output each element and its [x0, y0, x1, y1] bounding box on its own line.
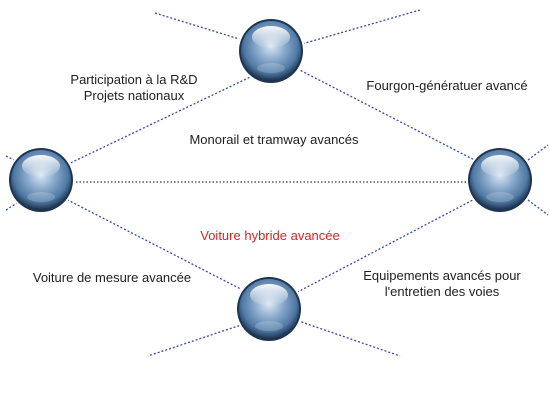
- node-top: [237, 17, 305, 85]
- label-monorail: Monorail et tramway avancés: [170, 132, 378, 148]
- line-bottom-left: [59, 195, 263, 301]
- node-left: [7, 146, 75, 214]
- glass-sphere-icon: [466, 146, 534, 214]
- glass-sphere-icon: [237, 17, 305, 85]
- label-equipements: Equipements avancés pour l'entretien des…: [350, 268, 534, 300]
- line-bottom-right-tail: [289, 317, 401, 357]
- label-equipements-line1: Equipements avancés pour: [363, 268, 521, 283]
- label-mesure-text: Voiture de mesure avancée: [32, 270, 192, 285]
- node-bottom: [235, 275, 303, 343]
- label-hybride: Voiture hybride avancée: [180, 228, 360, 244]
- line-top-right: [289, 64, 491, 169]
- line-top-right-tail2: [294, 9, 421, 47]
- glass-sphere-icon: [235, 275, 303, 343]
- line-left-tail-bottom: [5, 199, 23, 211]
- line-top-left: [59, 69, 266, 169]
- label-hybride-text: Voiture hybride avancée: [200, 228, 340, 243]
- line-right-tail-bottom: [527, 199, 549, 216]
- label-participation-line2: Projets nationaux: [83, 88, 185, 103]
- label-mesure: Voiture de mesure avancée: [20, 270, 204, 286]
- label-participation-line1: Participation à la R&D: [70, 72, 198, 87]
- label-monorail-text: Monorail et tramway avancés: [189, 132, 359, 147]
- line-right-tail-top: [527, 144, 549, 161]
- node-right: [466, 146, 534, 214]
- line-bottom-right: [289, 191, 489, 297]
- label-participation: Participation à la R&D Projets nationaux: [52, 72, 216, 104]
- label-fourgon: Fourgon-génératuer avancé: [352, 78, 542, 94]
- glass-sphere-icon: [7, 146, 75, 214]
- label-fourgon-text: Fourgon-génératuer avancé: [366, 78, 528, 93]
- label-equipements-line2: l'entretien des voies: [384, 284, 500, 299]
